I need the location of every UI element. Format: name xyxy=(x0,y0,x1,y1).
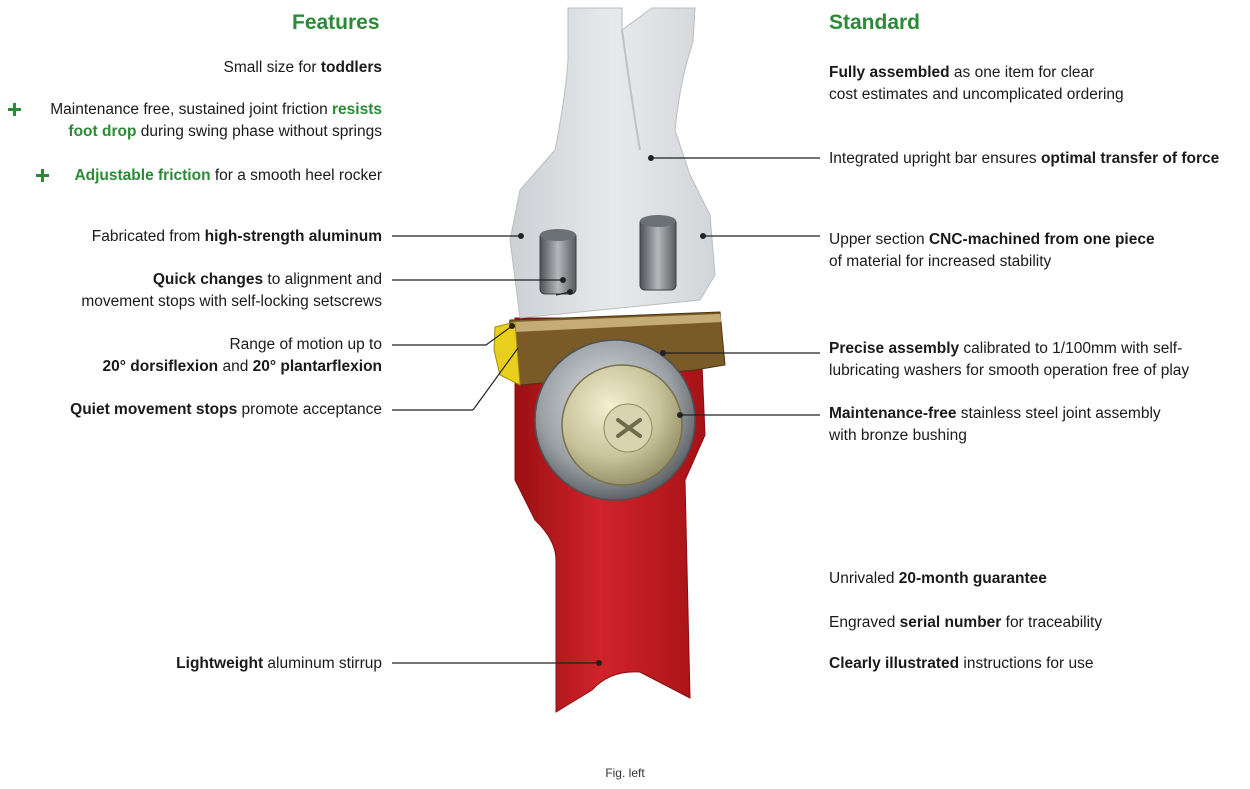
label-text: with bronze bushing xyxy=(829,427,967,444)
label-line: cost estimates and uncomplicated orderin… xyxy=(829,84,1124,106)
label-text: calibrated to 1/100mm with self- xyxy=(959,340,1183,357)
label-text: instructions for use xyxy=(959,655,1094,672)
label-line: lubricating washers for smooth operation… xyxy=(829,360,1189,382)
label-text: to alignment and xyxy=(263,271,382,288)
label-text: Adjustable friction xyxy=(74,167,211,184)
feature-label: Small size for toddlers xyxy=(224,57,383,79)
label-text: CNC-machined from one piece xyxy=(928,231,1155,248)
label-text: for traceability xyxy=(1001,614,1103,631)
plus-icon xyxy=(8,103,21,116)
label-text: Lightweight xyxy=(176,655,264,672)
leader-lines-right xyxy=(651,157,820,416)
label-text: Fabricated from xyxy=(91,228,205,245)
label-line: foot drop during swing phase without spr… xyxy=(50,121,382,143)
label-text: resists xyxy=(332,101,382,118)
label-text: Quick changes xyxy=(152,271,264,288)
label-text: Clearly illustrated xyxy=(829,655,960,672)
label-text: serial number xyxy=(899,614,1002,631)
standard-label: Clearly illustrated instructions for use xyxy=(829,653,1093,675)
label-text: Quiet movement stops xyxy=(70,401,238,418)
standard-label: Precise assembly calibrated to 1/100mm w… xyxy=(829,338,1189,382)
label-text: 20° plantarflexion xyxy=(252,358,382,375)
setscrew-left xyxy=(539,231,577,295)
label-text: as one item for clear xyxy=(949,64,1095,81)
label-text: Upper section xyxy=(829,231,929,248)
label-text: 20-month guarantee xyxy=(898,570,1047,587)
label-line: Quick changes to alignment and xyxy=(81,269,382,291)
figure-caption: Fig. left xyxy=(605,766,645,780)
label-text: toddlers xyxy=(320,59,382,76)
label-text: Fully assembled xyxy=(829,64,950,81)
label-line: 20° dorsiflexion and 20° plantarflexion xyxy=(103,356,382,378)
label-text: Unrivaled xyxy=(829,570,899,587)
label-text: Engraved xyxy=(829,614,900,631)
leader-lines-left xyxy=(392,235,599,664)
label-line: Precise assembly calibrated to 1/100mm w… xyxy=(829,338,1189,360)
label-line: of material for increased stability xyxy=(829,251,1155,273)
label-line: Maintenance free, sustained joint fricti… xyxy=(50,99,382,121)
standard-label: Integrated upright bar ensures optimal t… xyxy=(829,148,1219,170)
movement-stop xyxy=(493,321,521,386)
label-text: movement stops with self-locking setscre… xyxy=(81,293,382,310)
label-text: for a smooth heel rocker xyxy=(210,167,382,184)
label-text: and xyxy=(218,358,253,375)
standard-label: Unrivaled 20-month guarantee xyxy=(829,568,1047,590)
label-text: of material for increased stability xyxy=(829,253,1052,270)
label-text: Small size for xyxy=(223,59,321,76)
plus-icon xyxy=(36,169,49,182)
label-text: optimal transfer of force xyxy=(1040,150,1220,167)
standard-label: Engraved serial number for traceability xyxy=(829,612,1102,634)
feature-label: Lightweight aluminum stirrup xyxy=(176,653,382,675)
setscrew-right xyxy=(639,217,677,291)
feature-label: Quick changes to alignment and movement s… xyxy=(81,269,382,313)
label-text: foot drop xyxy=(68,123,137,140)
features-heading: Features xyxy=(292,11,380,34)
label-text: Maintenance free, sustained joint fricti… xyxy=(50,101,333,118)
label-line: with bronze bushing xyxy=(829,425,1161,447)
feature-label: Fabricated from high-strength aluminum xyxy=(92,226,382,248)
label-text: aluminum stirrup xyxy=(263,655,382,672)
feature-label: Quiet movement stops promote acceptance xyxy=(70,399,382,421)
label-text: lubricating washers for smooth operation… xyxy=(829,362,1190,379)
label-text: Integrated upright bar ensures xyxy=(829,150,1041,167)
label-text: Maintenance-free xyxy=(829,405,957,422)
label-line: Fully assembled as one item for clear xyxy=(829,62,1124,84)
feature-label: Range of motion up to 20° dorsiflexion an… xyxy=(103,334,382,378)
standard-heading: Standard xyxy=(829,11,921,34)
label-line: movement stops with self-locking setscre… xyxy=(81,291,382,313)
label-line: Range of motion up to xyxy=(103,334,382,356)
label-text: during swing phase without springs xyxy=(136,123,382,140)
label-text: 20° dorsiflexion xyxy=(102,358,219,375)
standard-label: Upper section CNC-machined from one piec… xyxy=(829,229,1155,273)
label-text: cost estimates and uncomplicated orderin… xyxy=(829,86,1124,103)
label-text: stainless steel joint assembly xyxy=(956,405,1161,422)
label-text: Range of motion up to xyxy=(229,336,382,353)
leader-dots xyxy=(509,155,706,666)
label-text: Precise assembly xyxy=(829,340,960,357)
feature-label: Maintenance free, sustained joint fricti… xyxy=(50,99,382,143)
label-line: Maintenance-free stainless steel joint a… xyxy=(829,403,1161,425)
label-text: promote acceptance xyxy=(237,401,382,418)
standard-label: Fully assembled as one item for clear cos… xyxy=(829,62,1124,106)
feature-label: Adjustable friction for a smooth heel ro… xyxy=(74,165,382,187)
label-line: Upper section CNC-machined from one piec… xyxy=(829,229,1155,251)
label-text: high-strength aluminum xyxy=(204,228,382,245)
standard-label: Maintenance-free stainless steel joint a… xyxy=(829,403,1161,447)
